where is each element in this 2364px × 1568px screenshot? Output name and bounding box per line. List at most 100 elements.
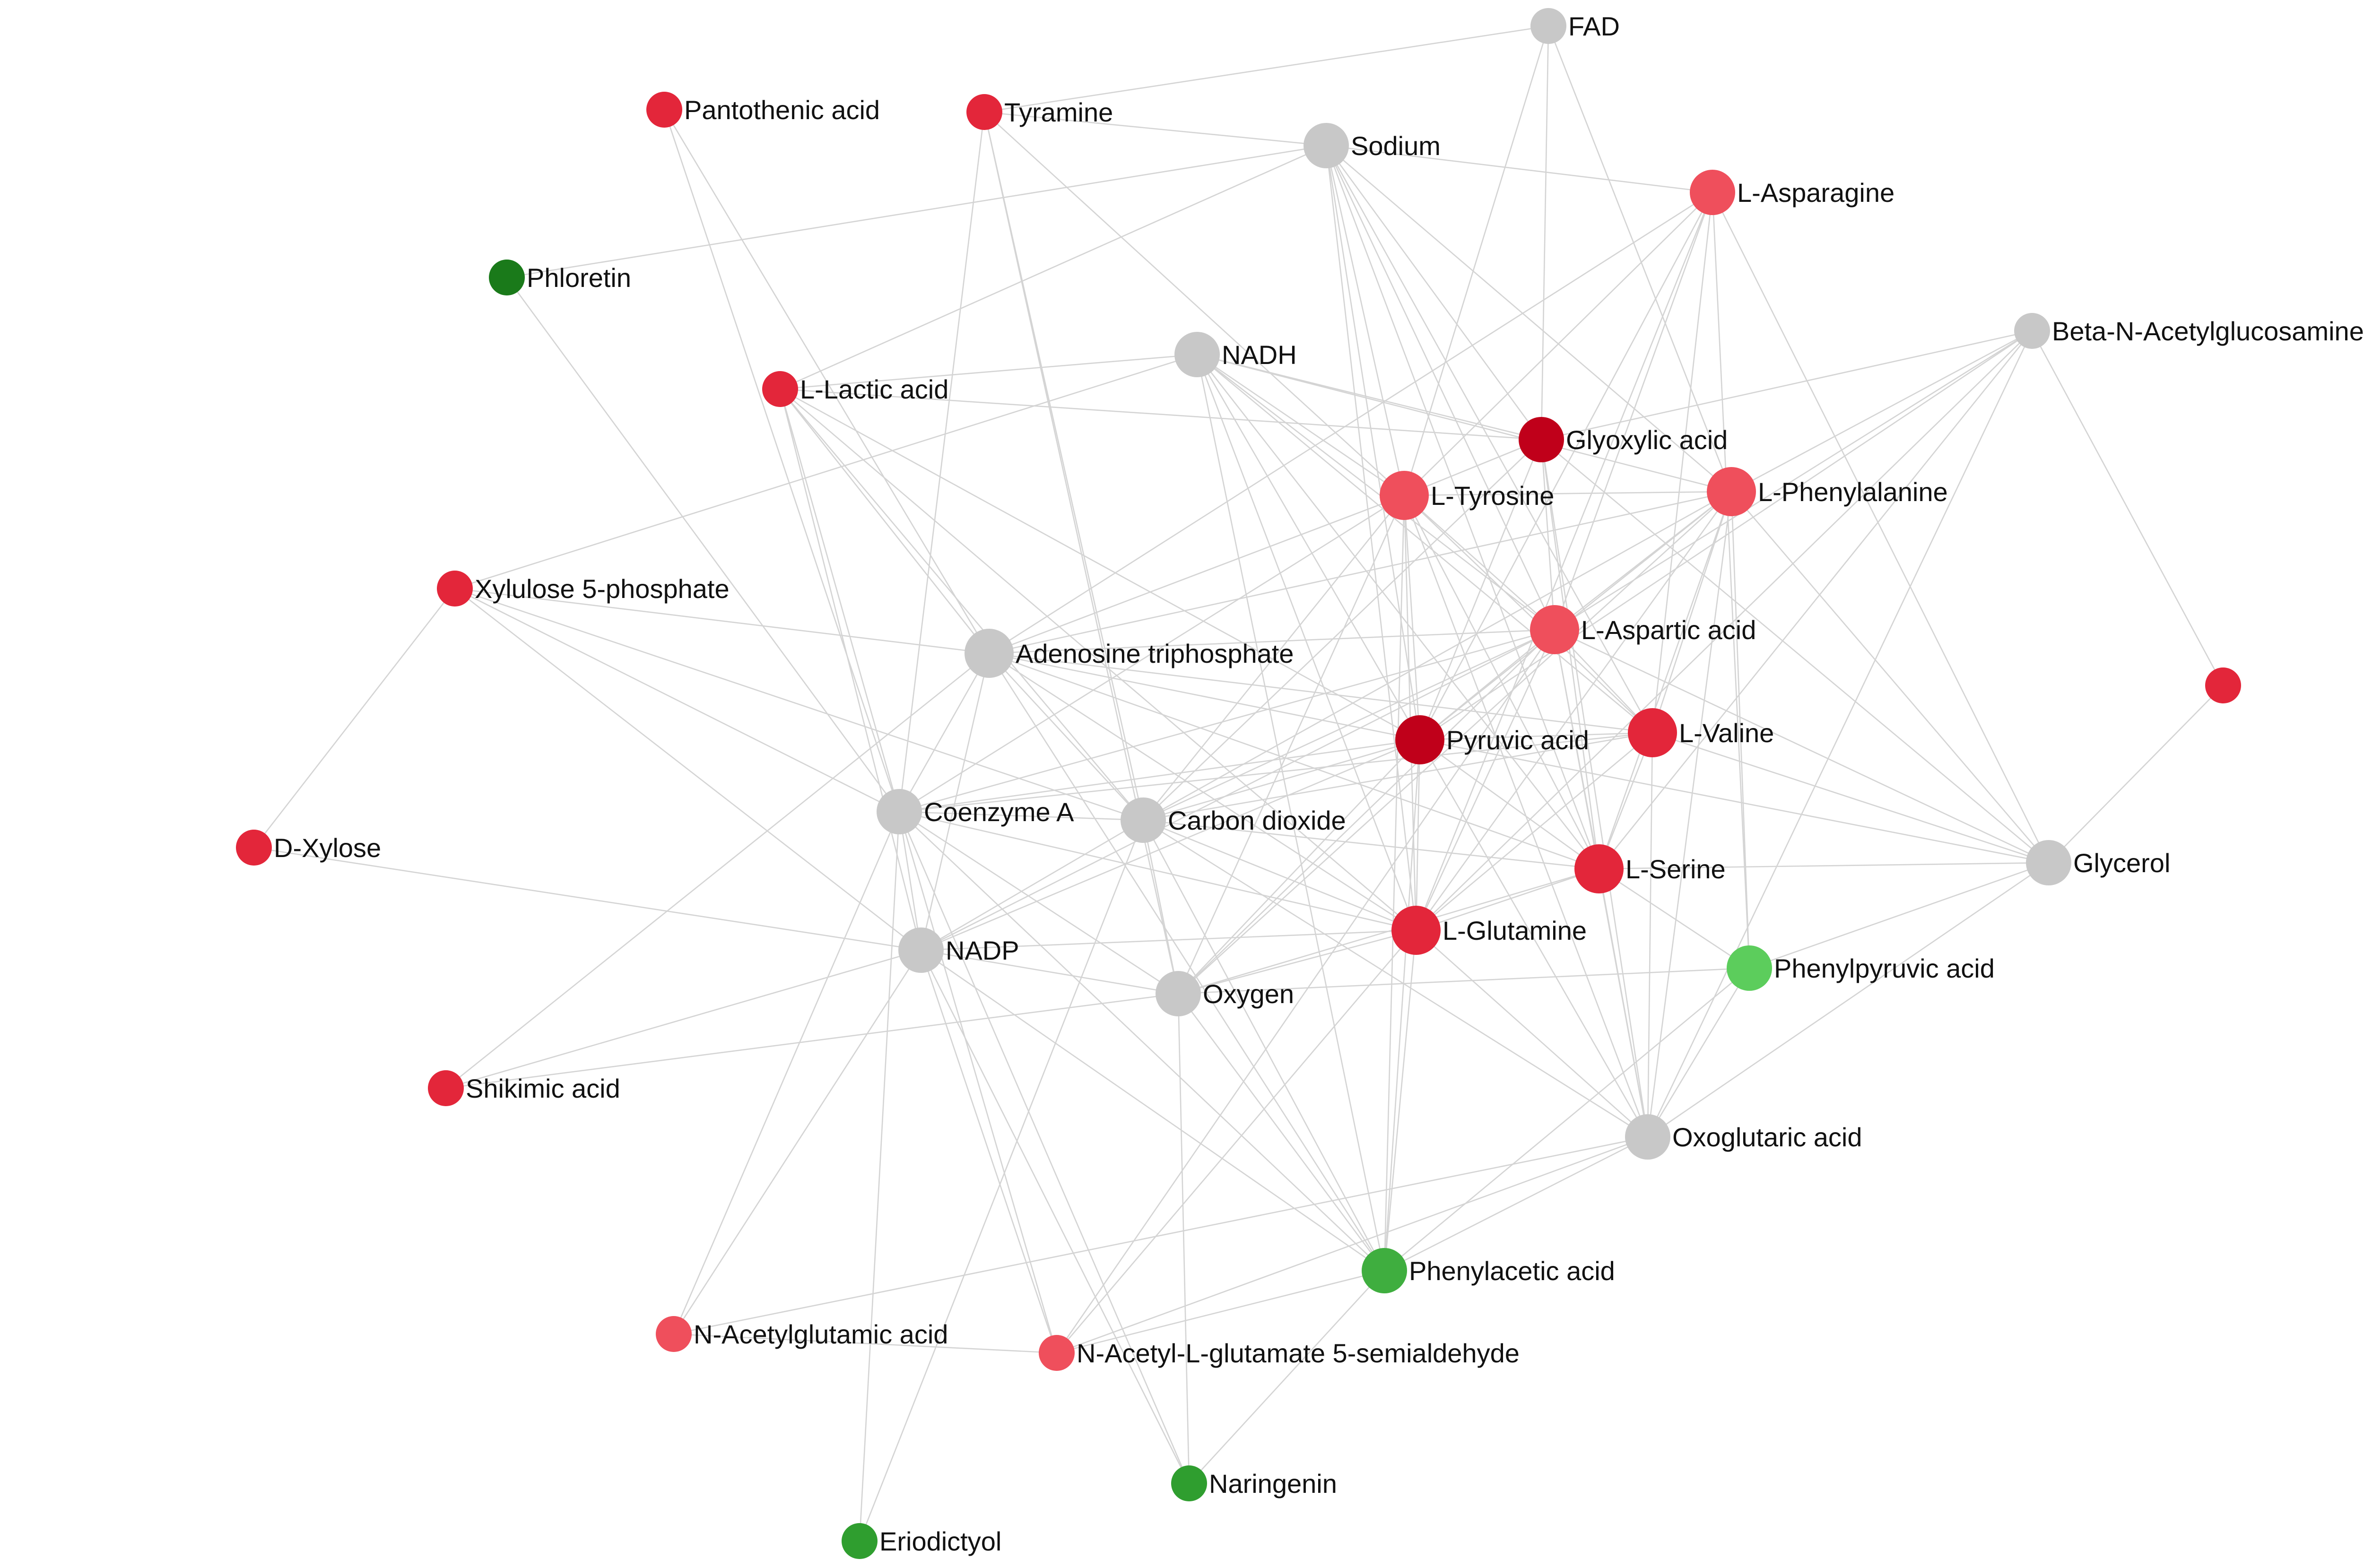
node-label-atp: Adenosine triphosphate — [1016, 639, 1294, 668]
node-circle-unlabeled_red[interactable] — [2205, 667, 2241, 703]
node-eriodictyol[interactable]: Eriodictyol — [842, 1523, 1001, 1559]
node-phenylpyruvic[interactable]: Phenylpyruvic acid — [1727, 945, 1995, 991]
node-xylulose[interactable]: Xylulose 5-phosphate — [437, 571, 730, 606]
edge-aspartic-oxygen — [1178, 629, 1555, 994]
node-circle-valine[interactable] — [1628, 708, 1677, 757]
node-circle-serine[interactable] — [1574, 844, 1624, 893]
edge-asparagine-phenylpyruvic — [1712, 192, 1750, 969]
node-tyrosine[interactable]: L-Tyrosine — [1380, 471, 1554, 520]
node-circle-atp[interactable] — [965, 629, 1014, 678]
node-co2[interactable]: Carbon dioxide — [1121, 797, 1346, 843]
edge-glutamine-oxoglutaric — [1416, 930, 1648, 1137]
edge-asparagine-tyrosine — [1404, 192, 1713, 496]
node-pantothenic[interactable]: Pantothenic acid — [646, 92, 880, 128]
node-oxoglutaric[interactable]: Oxoglutaric acid — [1625, 1114, 1862, 1160]
node-circle-phloretin[interactable] — [489, 260, 525, 295]
node-shikimic[interactable]: Shikimic acid — [428, 1070, 620, 1106]
node-nacetylglutamic[interactable]: N-Acetylglutamic acid — [656, 1316, 948, 1352]
node-nadh[interactable]: NADH — [1174, 332, 1297, 377]
node-circle-phenylpyruvic[interactable] — [1727, 945, 1772, 991]
edge-nadp-oxygen — [921, 949, 1179, 995]
node-circle-phenylacetic[interactable] — [1362, 1248, 1407, 1293]
node-glyoxylic[interactable]: Glyoxylic acid — [1519, 417, 1728, 462]
edge-pyruvic-glutamine — [1415, 739, 1421, 931]
node-phloretin[interactable]: Phloretin — [489, 260, 631, 295]
node-circle-lactic[interactable] — [762, 371, 798, 407]
node-serine[interactable]: L-Serine — [1574, 844, 1726, 893]
node-label-oxoglutaric: Oxoglutaric acid — [1672, 1122, 1862, 1152]
node-sodium[interactable]: Sodium — [1304, 123, 1441, 168]
edge-glyoxylic-tyrosine — [1404, 439, 1542, 496]
node-circle-nadh[interactable] — [1174, 332, 1220, 377]
edge-sodium-glyoxylic — [1325, 145, 1542, 440]
node-circle-oxoglutaric[interactable] — [1625, 1114, 1670, 1160]
edge-asparagine-aspartic — [1554, 192, 1713, 630]
node-phenylacetic[interactable]: Phenylacetic acid — [1362, 1248, 1615, 1293]
node-circle-pyruvic[interactable] — [1395, 715, 1444, 764]
edge-co2-serine — [1143, 819, 1599, 870]
node-circle-co2[interactable] — [1121, 797, 1166, 843]
node-circle-oxygen[interactable] — [1156, 971, 1201, 1016]
node-asparagine[interactable]: L-Asparagine — [1690, 170, 1895, 215]
edge-pyruvic-co2 — [1143, 739, 1420, 821]
edge-serine-glycerol — [1599, 862, 2049, 870]
edge-lactic-glutamine — [780, 389, 1417, 931]
node-circle-eriodictyol[interactable] — [842, 1523, 878, 1559]
node-beta_nag[interactable]: Beta-N-Acetylglucosamine — [2014, 313, 2364, 349]
node-circle-fad[interactable] — [1530, 8, 1566, 44]
node-aspartic[interactable]: L-Aspartic acid — [1530, 605, 1756, 654]
node-circle-phenylalanine[interactable] — [1707, 467, 1756, 516]
node-coa[interactable]: Coenzyme A — [877, 789, 1074, 834]
node-circle-glutamine[interactable] — [1391, 906, 1441, 955]
node-circle-shikimic[interactable] — [428, 1070, 464, 1106]
edge-atp-glutamine — [989, 652, 1417, 931]
node-circle-pantothenic[interactable] — [646, 92, 682, 128]
node-circle-asparagine[interactable] — [1690, 170, 1735, 215]
node-xylose[interactable]: D-Xylose — [236, 830, 381, 866]
edge-oxygen-shikimic — [445, 993, 1179, 1089]
node-circle-tyrosine[interactable] — [1380, 471, 1429, 520]
node-glutamine[interactable]: L-Glutamine — [1391, 906, 1587, 955]
node-circle-beta_nag[interactable] — [2014, 313, 2050, 349]
node-circle-glyoxylic[interactable] — [1519, 417, 1564, 462]
node-label-tyrosine: L-Tyrosine — [1431, 481, 1554, 511]
node-circle-xylose[interactable] — [236, 830, 272, 866]
node-circle-coa[interactable] — [877, 789, 922, 834]
node-circle-aspartic[interactable] — [1530, 605, 1579, 654]
edge-sodium-tyrosine — [1325, 145, 1405, 496]
node-phenylalanine[interactable]: L-Phenylalanine — [1707, 467, 1948, 516]
node-fad[interactable]: FAD — [1530, 8, 1620, 44]
node-unlabeled_red[interactable] — [2205, 667, 2241, 703]
node-circle-nacetylsemialdehyde[interactable] — [1039, 1335, 1075, 1371]
edge-asparagine-glutamine — [1415, 192, 1713, 931]
node-lactic[interactable]: L-Lactic acid — [762, 371, 948, 407]
node-circle-xylulose[interactable] — [437, 571, 473, 606]
node-glycerol[interactable]: Glycerol — [2026, 840, 2170, 885]
node-atp[interactable]: Adenosine triphosphate — [965, 629, 1294, 678]
node-circle-sodium[interactable] — [1304, 123, 1349, 168]
node-circle-nacetylglutamic[interactable] — [656, 1316, 692, 1352]
node-label-nadh: NADH — [1222, 340, 1297, 370]
edge-phenylalanine-valine — [1651, 491, 1732, 733]
edge-glyoxylic-pyruvic — [1419, 439, 1542, 740]
node-nadp[interactable]: NADP — [898, 927, 1019, 973]
edge-nadh-aspartic — [1197, 354, 1555, 631]
edge-sodium-phenylalanine — [1326, 145, 1732, 492]
edge-nadp-naringenin — [920, 950, 1190, 1484]
node-valine[interactable]: L-Valine — [1628, 708, 1774, 757]
edge-nacetylglutamic-nacetylsemialdehyde — [673, 1333, 1057, 1354]
node-tyramine[interactable]: Tyramine — [966, 94, 1113, 130]
edge-sodium-lactic — [780, 145, 1327, 390]
edge-phenylalanine-atp — [989, 491, 1732, 654]
node-circle-nadp[interactable] — [898, 927, 944, 973]
edge-aspartic-glutamine — [1415, 629, 1556, 931]
edge-nadh-phenylacetic — [1196, 354, 1385, 1271]
node-circle-naringenin[interactable] — [1171, 1465, 1207, 1501]
node-pyruvic[interactable]: Pyruvic acid — [1395, 715, 1589, 764]
edge-asparagine-valine — [1651, 192, 1713, 733]
node-oxygen[interactable]: Oxygen — [1156, 971, 1294, 1016]
node-circle-glycerol[interactable] — [2026, 840, 2071, 885]
node-naringenin[interactable]: Naringenin — [1171, 1465, 1337, 1501]
node-circle-tyramine[interactable] — [966, 94, 1002, 130]
node-nacetylsemialdehyde[interactable]: N-Acetyl-L-glutamate 5-semialdehyde — [1039, 1335, 1520, 1371]
